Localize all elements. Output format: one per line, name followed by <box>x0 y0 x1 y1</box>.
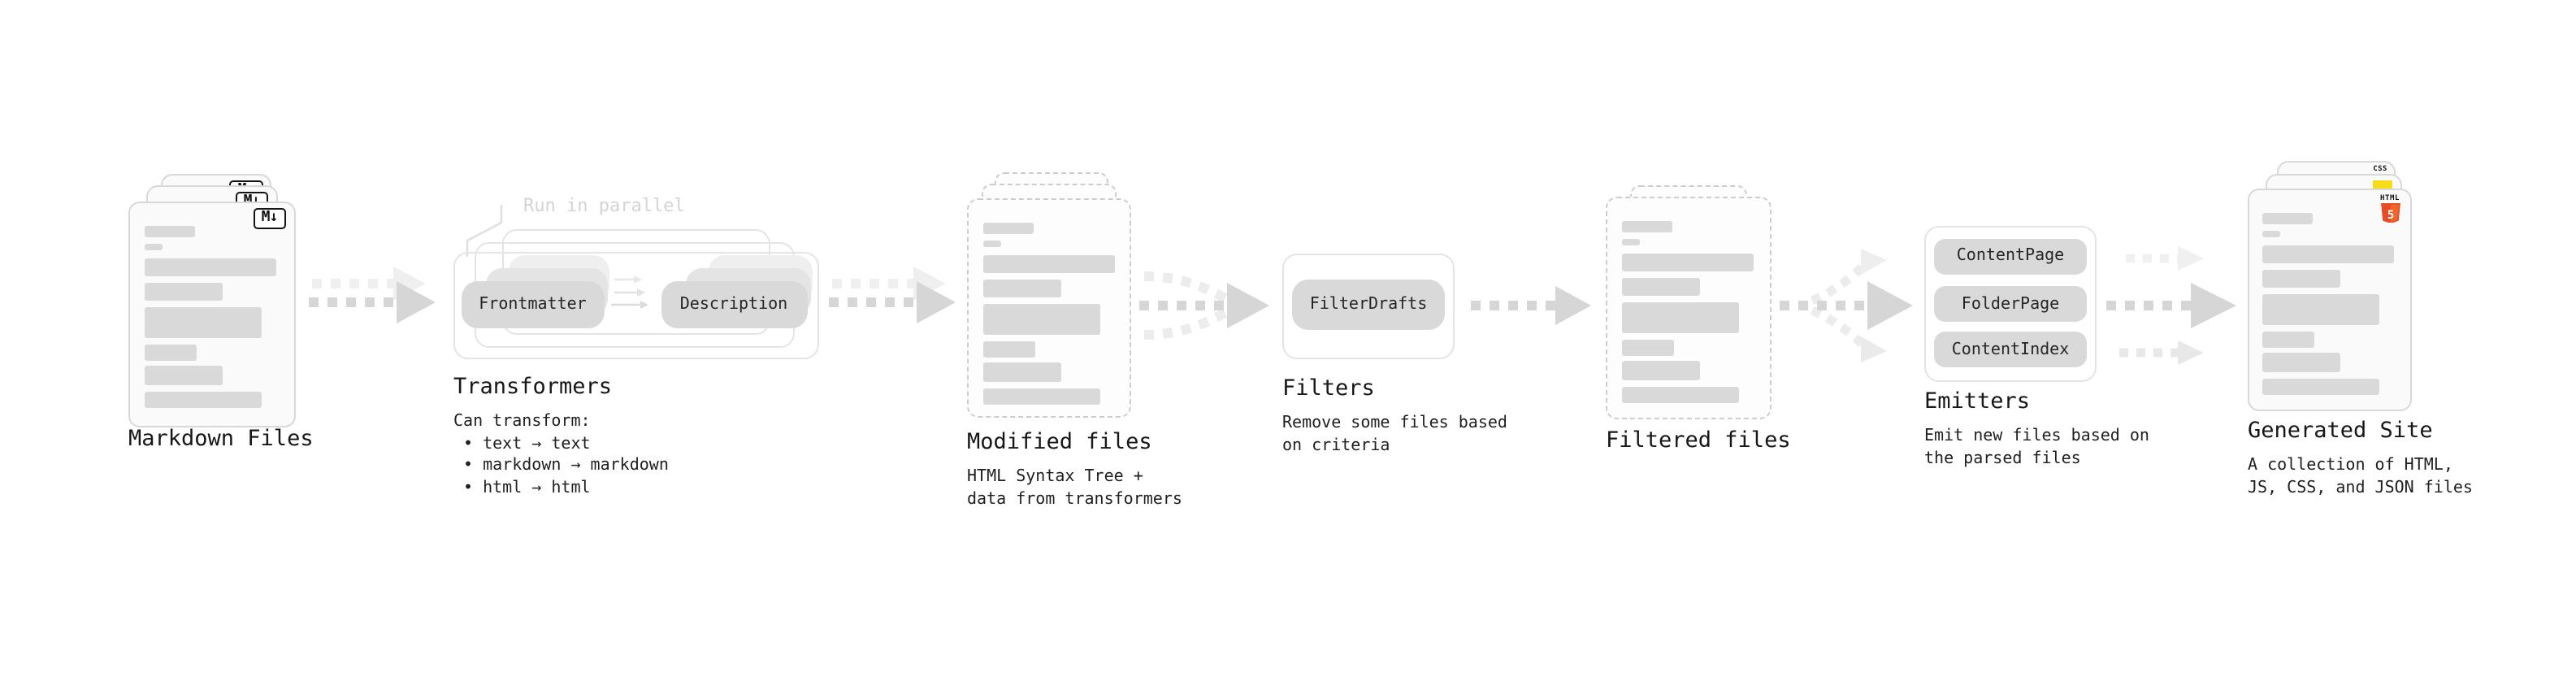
skeleton-line <box>144 344 196 360</box>
triple-arrow-icon <box>2106 246 2236 365</box>
skeleton-line <box>2262 231 2280 237</box>
html5-shield: 5 <box>2380 202 2400 223</box>
section-title: Generated Site <box>2248 418 2433 444</box>
section-description: Remove some files based on criteria <box>1282 413 1507 457</box>
skeleton-line <box>144 258 275 275</box>
skeleton-line <box>2262 332 2314 348</box>
document-skeleton <box>1621 221 1753 403</box>
skeleton-line <box>982 340 1034 357</box>
stage-label-generated-site: Generated Site A collection of HTML, JS,… <box>2248 418 2473 499</box>
section-title: Transformers <box>453 374 613 400</box>
stage-label-filtered-files: Filtered files <box>1606 427 1791 453</box>
description-line: JS, CSS, and JSON files <box>2248 479 2473 497</box>
contentindex-pill: ContentIndex <box>1934 332 2087 367</box>
description-line: Can transform: <box>453 413 591 431</box>
skeleton-line <box>1621 340 1673 356</box>
flow-arrow-icon <box>829 267 956 323</box>
description-line: the parsed files <box>1924 449 2081 467</box>
skeleton-line <box>2262 245 2394 263</box>
section-title: Markdown Files <box>128 426 314 452</box>
contentpage-pill: ContentPage <box>1934 238 2087 274</box>
skeleton-line <box>1621 302 1738 333</box>
description-line: • markdown → markdown <box>463 457 669 475</box>
section-title: Modified files <box>967 429 1152 455</box>
skeleton-line <box>1621 387 1738 403</box>
skeleton-line <box>144 282 222 300</box>
filterdrafts-pill: FilterDrafts <box>1292 279 1445 329</box>
description-line: • html → html <box>463 479 591 497</box>
section-description: HTML Syntax Tree + data from transformer… <box>967 466 1182 510</box>
frontmatter-pill: Frontmatter <box>462 280 604 327</box>
skeleton-line <box>982 240 1000 246</box>
skeleton-line <box>982 279 1060 297</box>
html5-icon: HTML 5 <box>2379 194 2401 223</box>
skeleton-line <box>144 225 194 236</box>
section-title: Filtered files <box>1606 427 1791 453</box>
transformers-layer-front <box>453 252 819 359</box>
modified-file-card <box>967 197 1131 417</box>
document-skeleton <box>2262 213 2394 395</box>
transform-step-arrows-icon <box>611 275 648 309</box>
skeleton-line <box>982 362 1060 381</box>
description-pill: Description <box>661 280 807 327</box>
css-badge-label: CSS <box>2373 165 2387 173</box>
skeleton-line <box>1621 221 1672 232</box>
merge-arrow-icon <box>1139 271 1269 340</box>
skeleton-line <box>144 391 261 407</box>
filtered-file-card <box>1606 197 1772 419</box>
skeleton-line <box>144 243 162 249</box>
description-line: data from transformers <box>967 490 1182 508</box>
skeleton-line <box>982 303 1099 334</box>
stage-label-filters: Filters Remove some files based on crite… <box>1282 375 1507 457</box>
skeleton-line <box>982 254 1114 272</box>
skeleton-line <box>2262 213 2313 224</box>
document-skeleton <box>982 222 1114 404</box>
skeleton-line <box>144 365 222 384</box>
filters-box <box>1282 254 1455 359</box>
markdown-file-card: M↓ <box>128 201 295 427</box>
emitters-box <box>1923 226 2097 382</box>
document-skeleton <box>144 225 275 407</box>
stage-label-transformers: Transformers Can transform: • text → tex… <box>453 374 669 499</box>
skeleton-line <box>1621 239 1639 245</box>
skeleton-line <box>982 388 1099 404</box>
description-line: Remove some files based <box>1282 414 1507 432</box>
html5-badge-label: HTML <box>2379 194 2400 202</box>
section-description: Can transform: • text → text • markdown … <box>453 411 669 499</box>
stage-label-markdown-files: Markdown Files <box>128 426 314 452</box>
section-title: Emitters <box>1924 388 2031 414</box>
run-in-parallel-annotation: Run in parallel <box>523 195 685 216</box>
skeleton-line <box>2262 379 2379 395</box>
description-line: Emit new files based on <box>1924 427 2149 445</box>
section-description: Emit new files based on the parsed files <box>1924 426 2149 470</box>
skeleton-line <box>2262 270 2340 288</box>
svg-text:5: 5 <box>2387 208 2394 221</box>
skeleton-line <box>1621 254 1753 271</box>
skeleton-line <box>1621 278 1699 296</box>
skeleton-line <box>982 222 1033 233</box>
fanout-arrow-icon <box>1780 249 1913 362</box>
section-title: Filters <box>1282 375 1375 401</box>
section-description: A collection of HTML, JS, CSS, and JSON … <box>2248 455 2473 499</box>
description-line: A collection of HTML, <box>2248 457 2453 475</box>
markdown-icon: M↓ <box>253 207 286 228</box>
skeleton-line <box>2262 294 2379 325</box>
stage-label-modified-files: Modified files HTML Syntax Tree + data f… <box>967 429 1182 510</box>
flow-arrow-icon <box>309 267 436 323</box>
js-badge-icon <box>2373 180 2392 188</box>
description-line: on criteria <box>1282 436 1390 454</box>
flow-arrow-icon <box>1471 286 1591 325</box>
description-line: HTML Syntax Tree + <box>967 468 1143 486</box>
skeleton-line <box>144 306 261 337</box>
skeleton-line <box>2262 353 2340 372</box>
annotation-leader-line <box>466 205 503 257</box>
stage-label-emitters: Emitters Emit new files based on the par… <box>1924 388 2149 470</box>
folderpage-pill: FolderPage <box>1934 286 2087 322</box>
generated-file-card-html: HTML 5 <box>2247 189 2412 410</box>
skeleton-line <box>1621 361 1699 380</box>
description-line: • text → text <box>463 435 591 453</box>
